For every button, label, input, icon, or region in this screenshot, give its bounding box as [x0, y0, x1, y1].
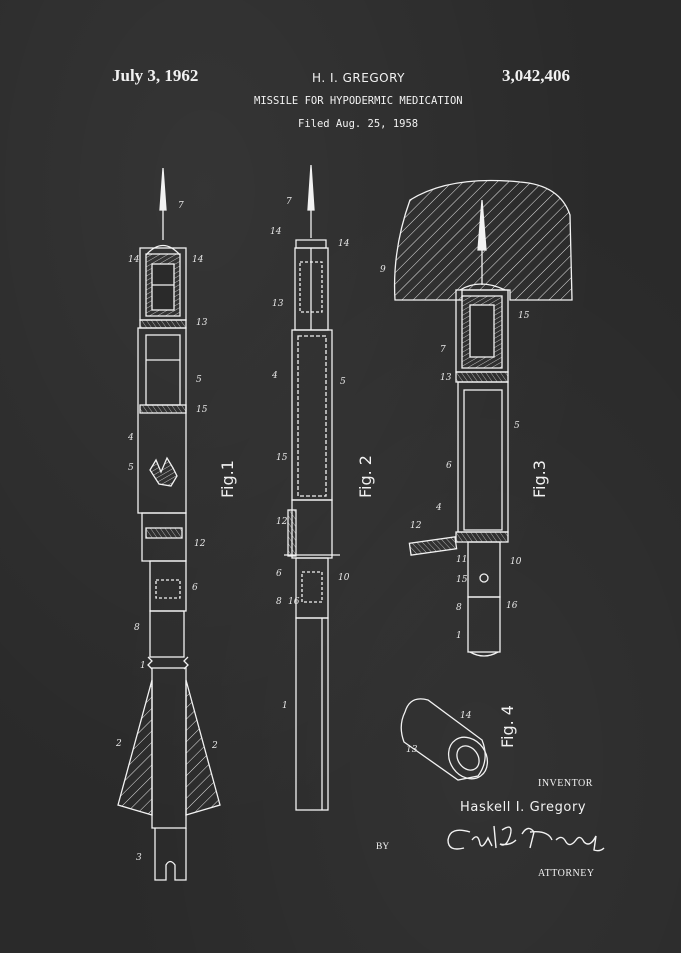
inventor-heading: H. I. GREGORY	[312, 71, 405, 85]
fig2-label: Fig. 2	[356, 455, 375, 498]
ref-numeral: 12	[410, 521, 422, 531]
ref-numeral: 1	[140, 661, 146, 671]
reference-numerals: 7 14 14 13 5 15 4 5 12 6 8 1 2 2 3 7 14 …	[115, 197, 530, 863]
figure-2-side-view	[284, 164, 340, 811]
fig1-label: Fig.1	[218, 460, 237, 498]
fig3-label: Fig.3	[530, 460, 549, 498]
ref-numeral: 12	[194, 539, 206, 549]
ref-numeral: 16	[506, 601, 518, 611]
ref-numeral: 7	[286, 197, 292, 207]
ref-numeral: 13	[406, 745, 418, 755]
ref-numeral: 4	[435, 503, 442, 513]
ref-numeral: 8	[276, 597, 282, 607]
ref-numeral: 10	[338, 573, 350, 583]
inventor-name: Haskell I. Gregory	[460, 800, 587, 815]
ref-numeral: 8	[456, 603, 462, 613]
patent-title: MISSILE FOR HYPODERMIC MEDICATION	[254, 95, 463, 107]
inventor-label: INVENTOR	[538, 778, 593, 789]
ref-numeral: 13	[272, 299, 284, 309]
ref-numeral: 6	[276, 569, 282, 579]
ref-numeral: 15	[196, 405, 208, 415]
ref-numeral: 1	[456, 631, 462, 641]
ref-numeral: 1	[282, 701, 288, 711]
ref-numeral: 5	[196, 375, 202, 385]
by-label: BY	[376, 842, 390, 852]
ref-numeral: 14	[338, 239, 350, 249]
ref-numeral: 9	[380, 265, 386, 275]
figure-3-in-target	[393, 179, 573, 657]
ref-numeral: 6	[446, 461, 452, 471]
ref-numeral: 15	[276, 453, 288, 463]
attorney-signature	[447, 825, 605, 852]
ref-numeral: 10	[510, 557, 522, 567]
fig4-label: Fig. 4	[498, 705, 517, 748]
ref-numeral: 15	[456, 575, 468, 585]
ref-numeral: 7	[178, 201, 184, 211]
patent-date: July 3, 1962	[112, 66, 199, 85]
ref-numeral: 14	[192, 255, 204, 265]
ref-numeral: 13	[440, 373, 452, 383]
ref-numeral: 16	[288, 597, 300, 607]
figure-1-dart	[117, 167, 221, 881]
ref-numeral: 5	[340, 377, 346, 387]
ref-numeral: 13	[196, 318, 208, 328]
ref-numeral: 2	[211, 741, 218, 751]
ref-numeral: 14	[460, 711, 472, 721]
ref-numeral: 7	[440, 345, 446, 355]
ref-numeral: 14	[128, 255, 140, 265]
figure-labels: Fig.1 Fig. 2 Fig.3 Fig. 4	[218, 455, 549, 748]
filed-date: Filed Aug. 25, 1958	[298, 118, 419, 130]
ref-numeral: 14	[270, 227, 282, 237]
ref-numeral: 2	[115, 739, 122, 749]
patent-number: 3,042,406	[502, 66, 570, 85]
attorney-label: ATTORNEY	[538, 868, 595, 879]
ref-numeral: 12	[276, 517, 288, 527]
ref-numeral: 8	[134, 623, 140, 633]
ref-numeral: 6	[192, 583, 198, 593]
ref-numeral: 5	[128, 463, 134, 473]
ref-numeral: 3	[136, 853, 142, 863]
ref-numeral: 4	[127, 433, 134, 443]
ref-numeral: 11	[456, 555, 467, 565]
figure-4-sleeve	[400, 698, 489, 781]
ref-numeral: 4	[271, 371, 278, 381]
ref-numeral: 5	[514, 421, 520, 431]
ref-numeral: 15	[518, 311, 530, 321]
